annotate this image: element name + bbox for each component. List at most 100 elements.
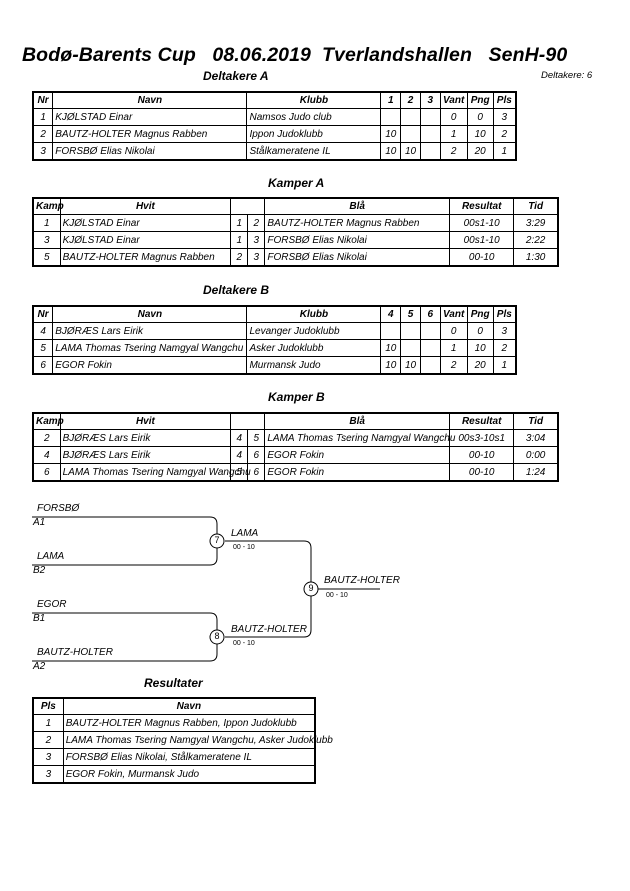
table-row: 3 FORSBØ Elias Nikolai Stålkameratene IL…	[32, 142, 517, 161]
sf2-winner: BAUTZ-HOLTER	[231, 624, 307, 635]
table-row: 6 LAMA Thomas Tsering Namgyal Wangchu 5 …	[32, 463, 559, 482]
sf2-score: 00 - 10	[233, 640, 255, 647]
table-header-row: Kamp Hvit Blå Resultat Tid	[32, 197, 559, 215]
cell-name: FORSBØ Elias Nikolai, Stålkameratene IL	[62, 748, 316, 766]
table-row: 2 LAMA Thomas Tsering Namgyal Wangchu, A…	[32, 731, 333, 749]
page-title: Bodø-Barents Cup 08.06.2019 Tverlandshal…	[22, 44, 568, 66]
cell-club: Ippon Judoklubb	[246, 125, 382, 143]
col-match: Kamp	[32, 197, 64, 215]
cell-blue-no: 6	[247, 463, 266, 482]
cell-blue-no: 3	[247, 231, 266, 249]
cell-white-no: 4	[230, 446, 249, 464]
matches-b-table: Kamp Hvit Blå Resultat Tid 2 BJØRÆS Lars…	[32, 412, 559, 482]
cell-match: 4	[32, 446, 61, 464]
cell-time: 1:24	[513, 463, 559, 482]
table-header-row: Pls Navn	[32, 697, 316, 715]
matches-a-title: Kamper A	[268, 176, 325, 190]
cell-time: 0:00	[513, 446, 559, 464]
cell-place: 2	[492, 125, 517, 143]
group-a-title: Deltakere A	[203, 69, 269, 83]
group-a-table: Nr Navn Klubb 1 2 3 Vant Png Pls 1 KJØLS…	[32, 91, 517, 161]
sf1-top-seed: A1	[33, 517, 46, 528]
cell-name: EGOR Fokin	[52, 356, 248, 375]
cell-name: LAMA Thomas Tsering Namgyal Wangchu, Ask…	[62, 731, 333, 749]
cell-blue: EGOR Fokin	[264, 463, 451, 482]
cell-white: BAUTZ-HOLTER Magnus Rabben	[59, 248, 232, 267]
cell-club: Asker Judoklubb	[246, 339, 382, 357]
cell-result: 00-10	[449, 463, 515, 482]
cell-points: 20	[466, 356, 494, 375]
cell-place: 1	[492, 142, 517, 161]
cell-points: 20	[466, 142, 494, 161]
cell-name: FORSBØ Elias Nikolai	[52, 142, 248, 161]
cell-name: BAUTZ-HOLTER Magnus Rabben	[52, 125, 248, 143]
table-row: 2 BAUTZ-HOLTER Magnus Rabben Ippon Judok…	[32, 125, 517, 143]
cell-match: 1	[32, 214, 61, 232]
cell-points: 10	[466, 125, 494, 143]
cell-time: 1:30	[513, 248, 559, 267]
cell-r1: 10	[380, 339, 402, 357]
matches-b-title: Kamper B	[268, 390, 325, 404]
sf1-match-number: 7	[214, 535, 220, 545]
sf2-match-number: 8	[214, 631, 220, 641]
table-row: 3 KJØLSTAD Einar 1 3 FORSBØ Elias Nikola…	[32, 231, 559, 249]
matches-a-table: Kamp Hvit Blå Resultat Tid 1 KJØLSTAD Ei…	[32, 197, 559, 267]
cell-time: 3:29	[513, 214, 559, 232]
cell-blue-no: 6	[247, 446, 266, 464]
cell-place: 2	[492, 339, 517, 357]
group-b-table: Nr Navn Klubb 4 5 6 Vant Png Pls 4 BJØRÆ…	[32, 305, 517, 375]
results-title: Resultater	[144, 676, 203, 690]
cell-white: LAMA Thomas Tsering Namgyal Wangchu	[59, 463, 251, 482]
cell-blue-no: 5	[247, 429, 266, 447]
cell-name: EGOR Fokin, Murmansk Judo	[62, 765, 316, 784]
results-table: Pls Navn 1 BAUTZ-HOLTER Magnus Rabben, I…	[32, 697, 333, 784]
cell-won: 1	[439, 125, 468, 143]
sf1-score: 00 - 10	[233, 544, 255, 551]
cell-place: 3	[32, 748, 64, 766]
participants-count: Deltakere: 6	[541, 70, 593, 81]
table-header-row: Kamp Hvit Blå Resultat Tid	[32, 412, 559, 430]
cell-time: 2:22	[513, 231, 559, 249]
cell-points: 10	[466, 339, 494, 357]
sf1-bottom-seed: B2	[33, 565, 46, 576]
sf2-top-name: EGOR	[37, 599, 67, 610]
final-winner: BAUTZ-HOLTER	[324, 575, 400, 586]
sf2-top-seed: B1	[33, 613, 46, 624]
table-row: 3 EGOR Fokin, Murmansk Judo	[32, 765, 316, 784]
table-row: 1 KJØLSTAD Einar Namsos Judo club 0 0 3	[32, 108, 517, 126]
table-row: 5 BAUTZ-HOLTER Magnus Rabben 2 3 FORSBØ …	[32, 248, 559, 267]
cell-won: 2	[439, 142, 468, 161]
cell-club: Murmansk Judo	[246, 356, 382, 375]
final-match-number: 9	[308, 583, 314, 593]
cell-place: 3	[32, 765, 64, 784]
cell-blue-no: 3	[247, 248, 266, 267]
cell-place: 1	[32, 714, 64, 732]
col-name: Navn	[62, 697, 316, 715]
table-row: 6 EGOR Fokin Murmansk Judo 10 10 2 20 1	[32, 356, 517, 375]
sf2-bottom-seed: A2	[33, 661, 46, 672]
table-row: 5 LAMA Thomas Tsering Namgyal Wangchu As…	[32, 339, 517, 357]
cell-match: 3	[32, 231, 61, 249]
sf1-bottom-name: LAMA	[37, 551, 65, 562]
sf1-top-name: FORSBØ	[37, 503, 80, 514]
cell-name: BAUTZ-HOLTER Magnus Rabben, Ippon Judokl…	[62, 714, 316, 732]
cell-won: 0	[439, 108, 468, 126]
group-b-title: Deltakere B	[203, 283, 270, 297]
final-score: 00 - 10	[326, 592, 348, 599]
table-row: 4 BJØRÆS Lars Eirik 4 6 EGOR Fokin 00-10…	[32, 446, 559, 464]
table-row: 4 BJØRÆS Lars Eirik Levanger Judoklubb 0…	[32, 322, 517, 340]
cell-place: 2	[32, 731, 64, 749]
sf2-bottom-name: BAUTZ-HOLTER	[37, 647, 113, 658]
cell-name: LAMA Thomas Tsering Namgyal Wangchu	[52, 339, 248, 357]
cell-result: 00s1-10	[449, 231, 515, 249]
cell-place: 1	[492, 356, 517, 375]
cell-won: 1	[439, 339, 468, 357]
cell-white: KJØLSTAD Einar	[59, 231, 232, 249]
cell-match: 6	[32, 463, 61, 482]
table-row: 3 FORSBØ Elias Nikolai, Stålkameratene I…	[32, 748, 316, 766]
sf1-winner: LAMA	[231, 528, 259, 539]
cell-match: 5	[32, 248, 61, 267]
col-place: Pls	[32, 697, 64, 715]
cell-blue: EGOR Fokin	[264, 446, 451, 464]
